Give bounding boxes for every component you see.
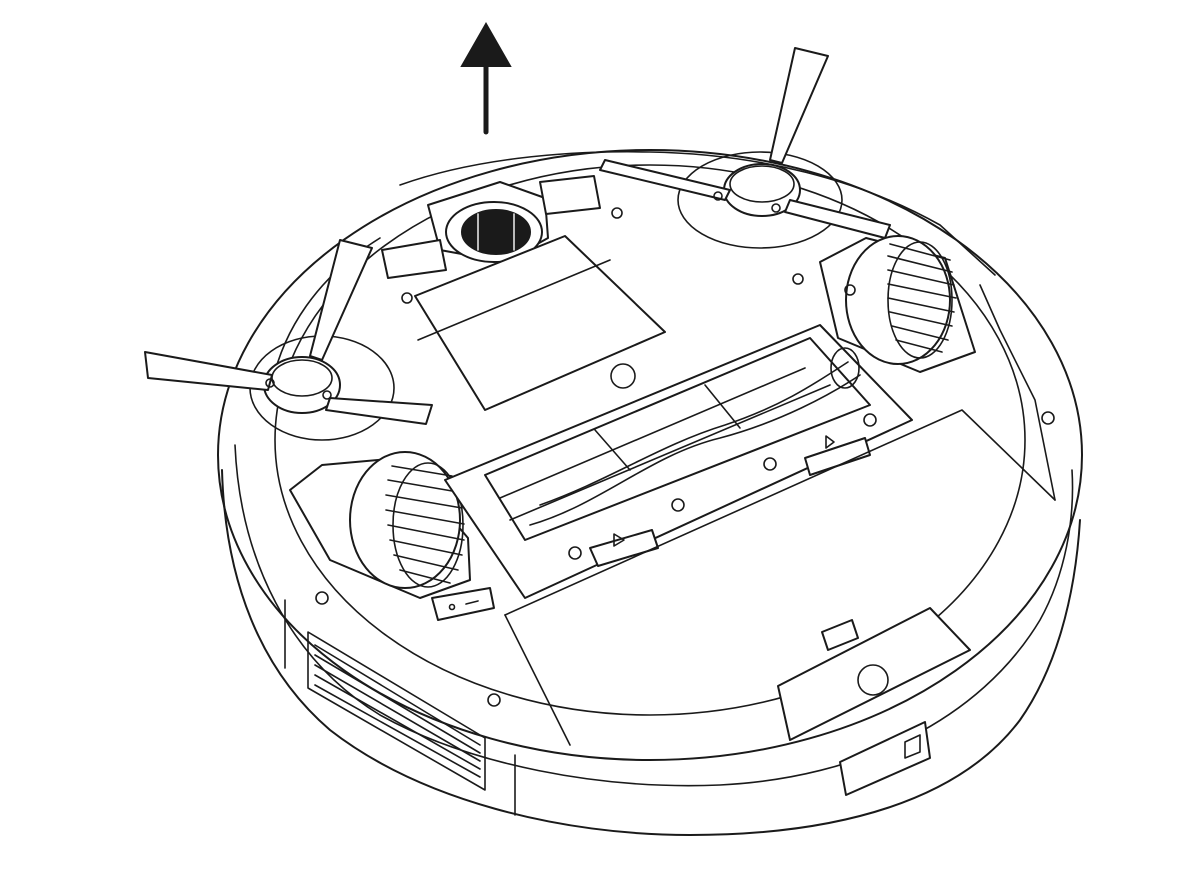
drive-wheel-icon: [289, 451, 495, 621]
main-brush-icon: [444, 324, 913, 599]
caster-wheel-icon: [427, 181, 549, 263]
up-arrow-icon: [460, 21, 512, 135]
exhaust-vent: [307, 631, 486, 791]
battery-cover: [414, 235, 666, 411]
front-panel: [315, 273, 1056, 796]
side-brush-icon: [144, 239, 433, 441]
side-brush-icon: [599, 47, 891, 249]
drive-wheel-icon: [819, 235, 976, 373]
cliff-sensors: [381, 175, 623, 304]
